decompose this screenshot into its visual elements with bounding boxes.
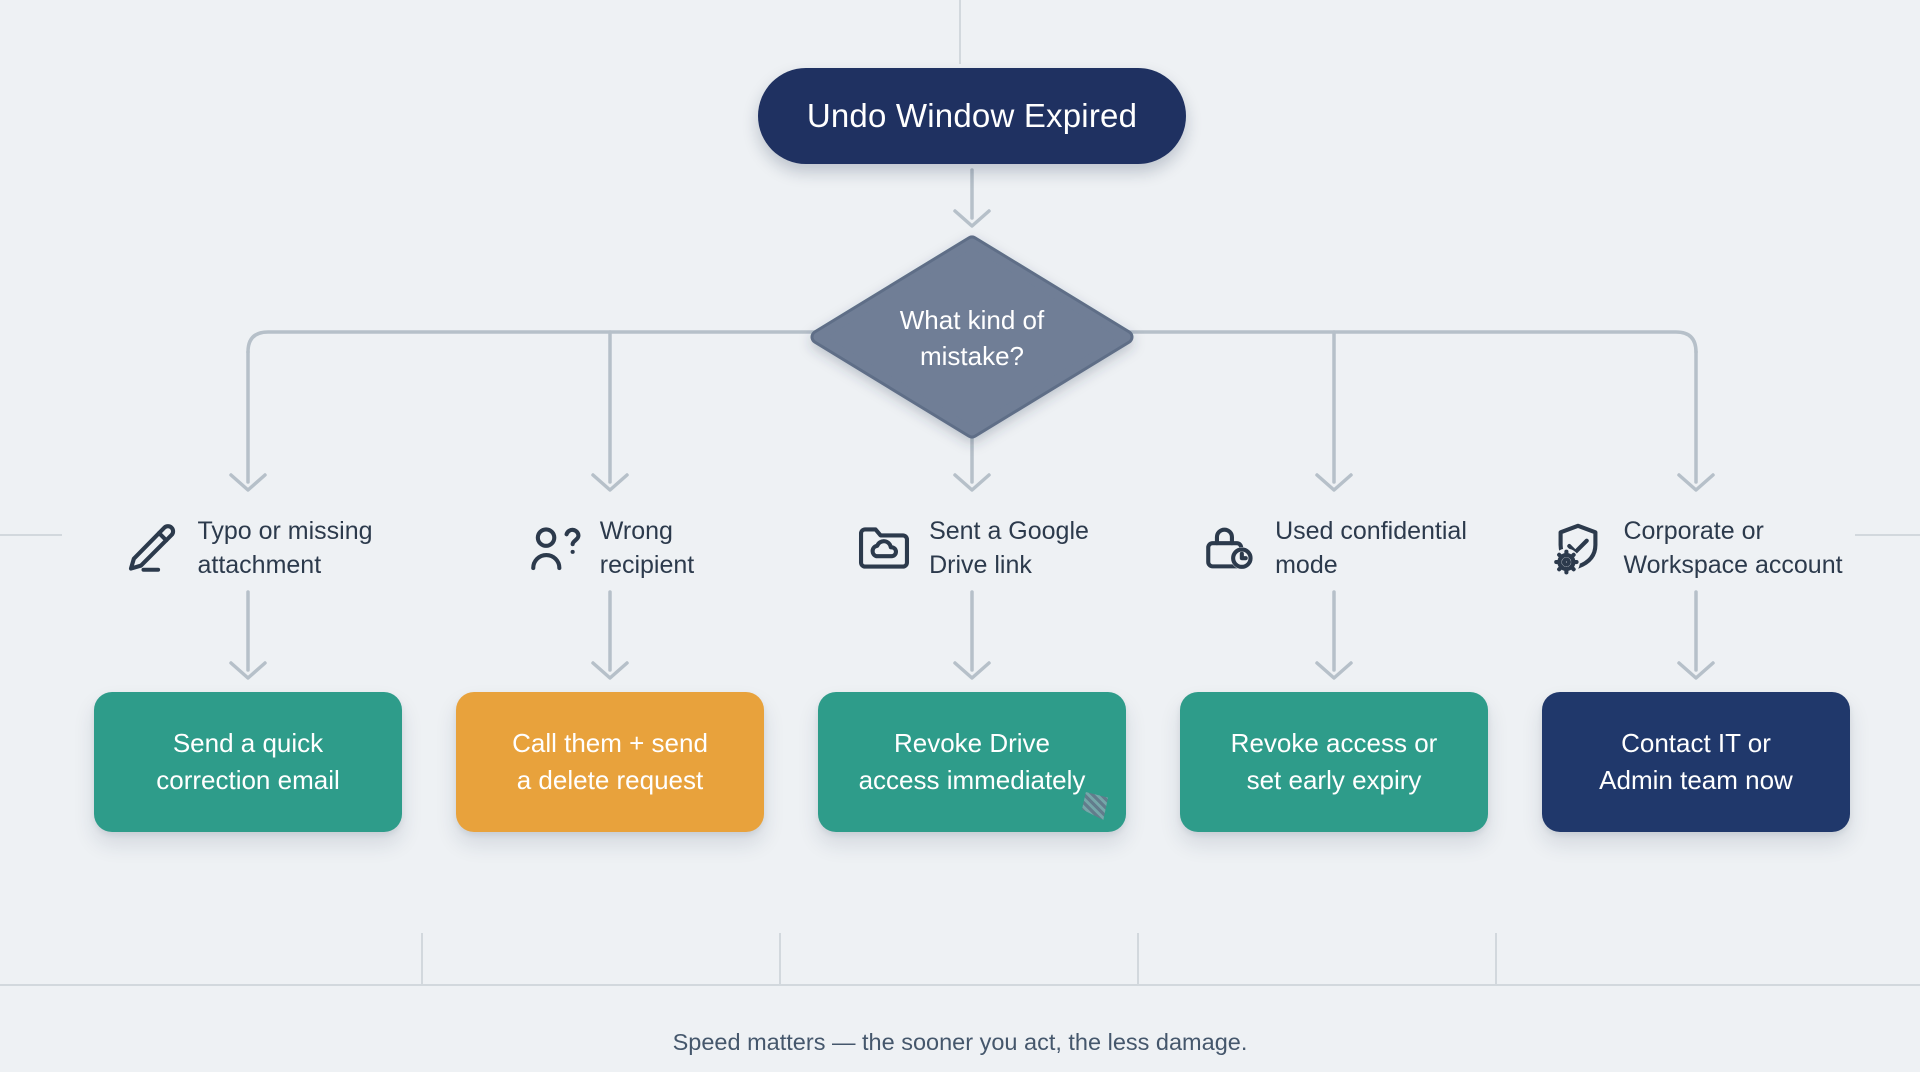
folder-cloud-icon	[859, 527, 910, 569]
caption-text: Speed matters — the sooner you act, the …	[672, 1029, 1248, 1055]
branch-label: Sent a Google Drive link	[929, 516, 1089, 580]
action-box-revoke-drive: Revoke Drive access immediately	[818, 692, 1126, 832]
branch-head-typo: Typo or missing attachment	[73, 505, 423, 591]
decision-diamond-shape	[810, 235, 1134, 439]
guide-marks	[0, 0, 1920, 986]
action-box-revoke-access: Revoke access or set early expiry	[1180, 692, 1488, 832]
shield-gear-icon	[1553, 523, 1598, 576]
lock-clock-icon	[1206, 527, 1254, 570]
action-box-correction-email: Send a quick correction email	[94, 692, 402, 832]
branch-label: Typo or missing attachment	[197, 516, 373, 580]
action-box-contact-it: Contact IT or Admin team now	[1542, 692, 1850, 832]
decision-node-label: What kind of mistake?	[899, 305, 1045, 372]
branch-head-confidential-mode: Used confidential mode	[1159, 505, 1509, 591]
branch-label: Used confidential mode	[1275, 516, 1467, 580]
action-box-delete-request: Call them + send a delete request	[456, 692, 764, 832]
connector-lines	[229, 168, 1715, 680]
root-node: Undo Window Expired	[758, 68, 1186, 164]
user-question-icon	[530, 527, 581, 571]
branch-label: Wrong recipient	[599, 516, 695, 580]
branch-head-drive-link: Sent a Google Drive link	[797, 505, 1147, 591]
pencil-line-icon	[129, 524, 176, 572]
branch-label: Corporate or Workspace account	[1623, 516, 1843, 580]
branch-head-corporate-account: Corporate or Workspace account	[1521, 505, 1871, 591]
branch-head-wrong-recipient: Wrong recipient	[435, 505, 785, 591]
